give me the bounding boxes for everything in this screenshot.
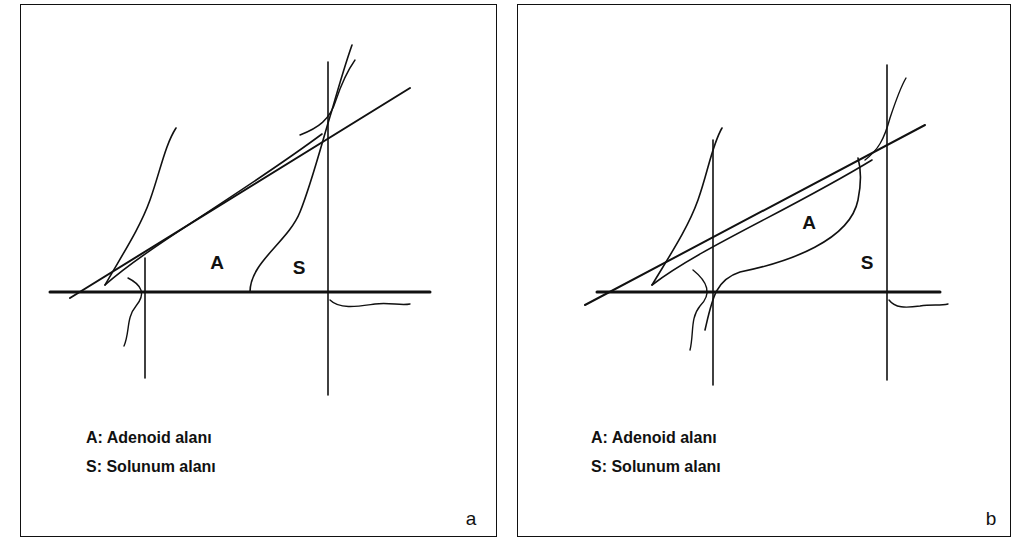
- legend-line: S: Solunum alanı: [86, 458, 216, 476]
- panel-letter: b: [986, 509, 997, 530]
- vertical-line: [712, 140, 714, 385]
- maxilla-outline: [105, 128, 176, 285]
- palatal-plane: [50, 291, 430, 294]
- figure-panel: A S A: Adenoid alanı S: Solunum alanı a: [20, 4, 497, 537]
- palate-outline: [105, 134, 322, 285]
- panel-letter: a: [466, 509, 477, 530]
- sphenoid-outline: [865, 78, 906, 160]
- vertical-line: [886, 65, 888, 380]
- vertical-line: [327, 62, 329, 395]
- legend-line: A: Adenoid alanı: [86, 429, 212, 447]
- area-letter: A: [802, 213, 816, 234]
- sphenoid-outline: [300, 60, 355, 135]
- figure-panel: A S A: Adenoid alanı S: Solunum alanı b: [517, 4, 1011, 537]
- legend-line: A: Adenoid alanı: [591, 429, 717, 447]
- small-curve: [124, 278, 142, 346]
- diagonal-line: [70, 88, 410, 298]
- palatal-plane: [597, 291, 940, 294]
- adenoid-outline: [705, 158, 860, 330]
- small-curve: [889, 300, 948, 307]
- small-curve: [690, 270, 707, 350]
- legend-line: S: Solunum alanı: [591, 458, 721, 476]
- pharyngeal-wall: [250, 45, 352, 292]
- area-letter: S: [861, 253, 874, 274]
- area-letter: S: [293, 258, 306, 279]
- area-letter: A: [210, 253, 224, 274]
- small-curve: [330, 300, 410, 307]
- vertical-line: [144, 258, 146, 378]
